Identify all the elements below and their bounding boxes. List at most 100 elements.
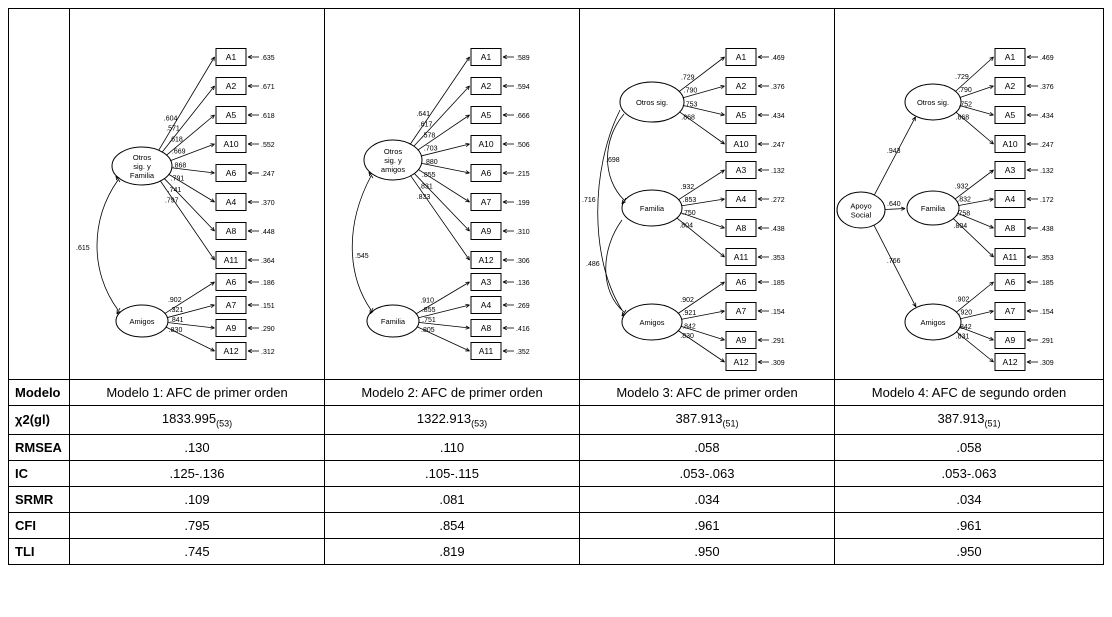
loading-arrow bbox=[958, 197, 994, 206]
covariance-value: .615 bbox=[76, 245, 90, 252]
factor-ellipse-2: Familia bbox=[366, 304, 420, 338]
loading-arrow bbox=[677, 330, 725, 363]
loading-arrow bbox=[420, 142, 470, 157]
loading-arrow bbox=[165, 326, 215, 352]
row-label: SRMR bbox=[8, 485, 70, 513]
cell-value: .058 bbox=[694, 439, 720, 455]
loading-arrow bbox=[959, 105, 994, 117]
indicator-box: A6 bbox=[470, 164, 502, 182]
loading-value: .868 bbox=[681, 114, 695, 121]
factor-label: Familia bbox=[921, 204, 946, 213]
cell-value: .950 bbox=[694, 543, 720, 559]
indicator-label: A8 bbox=[226, 226, 237, 236]
loading-value: .932 bbox=[681, 184, 695, 191]
indicator-label: A1 bbox=[736, 52, 747, 62]
indicator-label: A9 bbox=[736, 335, 747, 345]
second-order-path-1 bbox=[873, 116, 916, 196]
loading-value: .790 bbox=[684, 87, 698, 94]
residual-value: .506 bbox=[516, 142, 530, 149]
second-order-value-1: .943 bbox=[887, 148, 901, 155]
factor-ellipse-2: Familia bbox=[906, 190, 960, 226]
factor-label: Otros bbox=[133, 153, 152, 162]
loading-value: .797 bbox=[165, 197, 179, 204]
loading-value: .790 bbox=[958, 87, 972, 94]
indicator-label: A4 bbox=[1005, 194, 1016, 204]
metric-cell: 1322.913(53) bbox=[324, 405, 580, 435]
loading-arrow bbox=[677, 281, 725, 314]
indicator-box: A10 bbox=[725, 135, 757, 153]
indicator-label: A4 bbox=[481, 300, 492, 310]
cell-value: .130 bbox=[184, 439, 210, 455]
indicator-label: A6 bbox=[1005, 277, 1016, 287]
path-diagram-model3: Otros sig.A1.729.469A2.790.376A5.753.434… bbox=[582, 48, 785, 371]
loading-value: .830 bbox=[680, 333, 694, 340]
residual-value: .290 bbox=[261, 326, 275, 333]
cell-value: .854 bbox=[439, 517, 465, 533]
residual-arrow bbox=[1026, 167, 1038, 173]
loading-value: .604 bbox=[164, 116, 178, 123]
table-row: IC.125-.136.105-.115.053-.063.053-.063 bbox=[8, 459, 1104, 487]
factor-label: Otros bbox=[384, 147, 403, 156]
cell-value: Modelo 2: AFC de primer orden bbox=[361, 385, 543, 400]
metric-cell: .819 bbox=[324, 537, 580, 565]
residual-arrow bbox=[1026, 254, 1038, 260]
residual-arrow bbox=[502, 302, 514, 308]
diagram-cell-spacer bbox=[8, 8, 70, 380]
residual-value: .438 bbox=[1040, 226, 1054, 233]
residual-value: .291 bbox=[1040, 338, 1054, 345]
loading-arrow bbox=[158, 56, 215, 151]
cell-value: .034 bbox=[694, 491, 720, 507]
loading-value: .842 bbox=[958, 324, 972, 331]
cell-value: Modelo 4: AFC de segundo orden bbox=[871, 385, 1067, 400]
residual-value: .434 bbox=[1040, 113, 1054, 120]
loading-value: .833 bbox=[417, 194, 431, 201]
indicator-label: A11 bbox=[479, 346, 494, 356]
indicator-label: A10 bbox=[478, 139, 493, 149]
indicator-label: A3 bbox=[1005, 165, 1016, 175]
indicator-box: A10 bbox=[994, 135, 1026, 153]
loading-value: .855 bbox=[422, 307, 436, 314]
loading-arrow bbox=[955, 281, 994, 313]
cov-arrow-a bbox=[115, 175, 121, 183]
indicator-box: A2 bbox=[215, 77, 247, 95]
loading-value: .321 bbox=[170, 307, 184, 314]
indicator-box: A11 bbox=[994, 248, 1026, 266]
indicator-label: A3 bbox=[481, 277, 492, 287]
factor-label: Familia bbox=[130, 171, 155, 180]
indicator-box: A9 bbox=[470, 222, 502, 240]
metric-cell: .795 bbox=[69, 511, 325, 539]
indicator-label: A4 bbox=[736, 194, 747, 204]
loading-value: .880 bbox=[424, 159, 438, 166]
indicator-box: A1 bbox=[725, 48, 757, 66]
residual-arrow bbox=[1026, 83, 1038, 89]
residual-arrow bbox=[757, 54, 769, 60]
indicator-box: A5 bbox=[994, 106, 1026, 124]
residual-value: .448 bbox=[261, 229, 275, 236]
residual-value: .376 bbox=[771, 84, 785, 91]
cell-value: .110 bbox=[439, 439, 465, 455]
residual-arrow bbox=[757, 141, 769, 147]
residual-arrow bbox=[247, 257, 259, 263]
cell-value: 1322.913 bbox=[416, 411, 472, 426]
factor-label: Familia bbox=[381, 317, 406, 326]
indicator-box: A8 bbox=[215, 222, 247, 240]
loading-value: .750 bbox=[682, 210, 696, 217]
model-name-cell: Modelo 3: AFC de primer orden bbox=[579, 379, 835, 406]
loading-arrow bbox=[676, 217, 725, 258]
residual-arrow bbox=[502, 141, 514, 147]
loading-arrow bbox=[164, 281, 215, 315]
indicator-box: A1 bbox=[215, 48, 247, 66]
indicator-label: A10 bbox=[223, 139, 238, 149]
cell-subscript: (51) bbox=[722, 418, 739, 429]
factor-label: Amigos bbox=[129, 317, 154, 326]
loading-value: .751 bbox=[422, 317, 436, 324]
cell-value: .819 bbox=[439, 543, 465, 559]
residual-arrow bbox=[502, 54, 514, 60]
indicator-label: A12 bbox=[223, 346, 238, 356]
loading-value: .855 bbox=[422, 172, 436, 179]
residual-arrow bbox=[247, 302, 259, 308]
residual-arrow bbox=[1026, 337, 1038, 343]
cov-arrow-a bbox=[368, 171, 374, 179]
second-order-path-3 bbox=[873, 224, 917, 308]
